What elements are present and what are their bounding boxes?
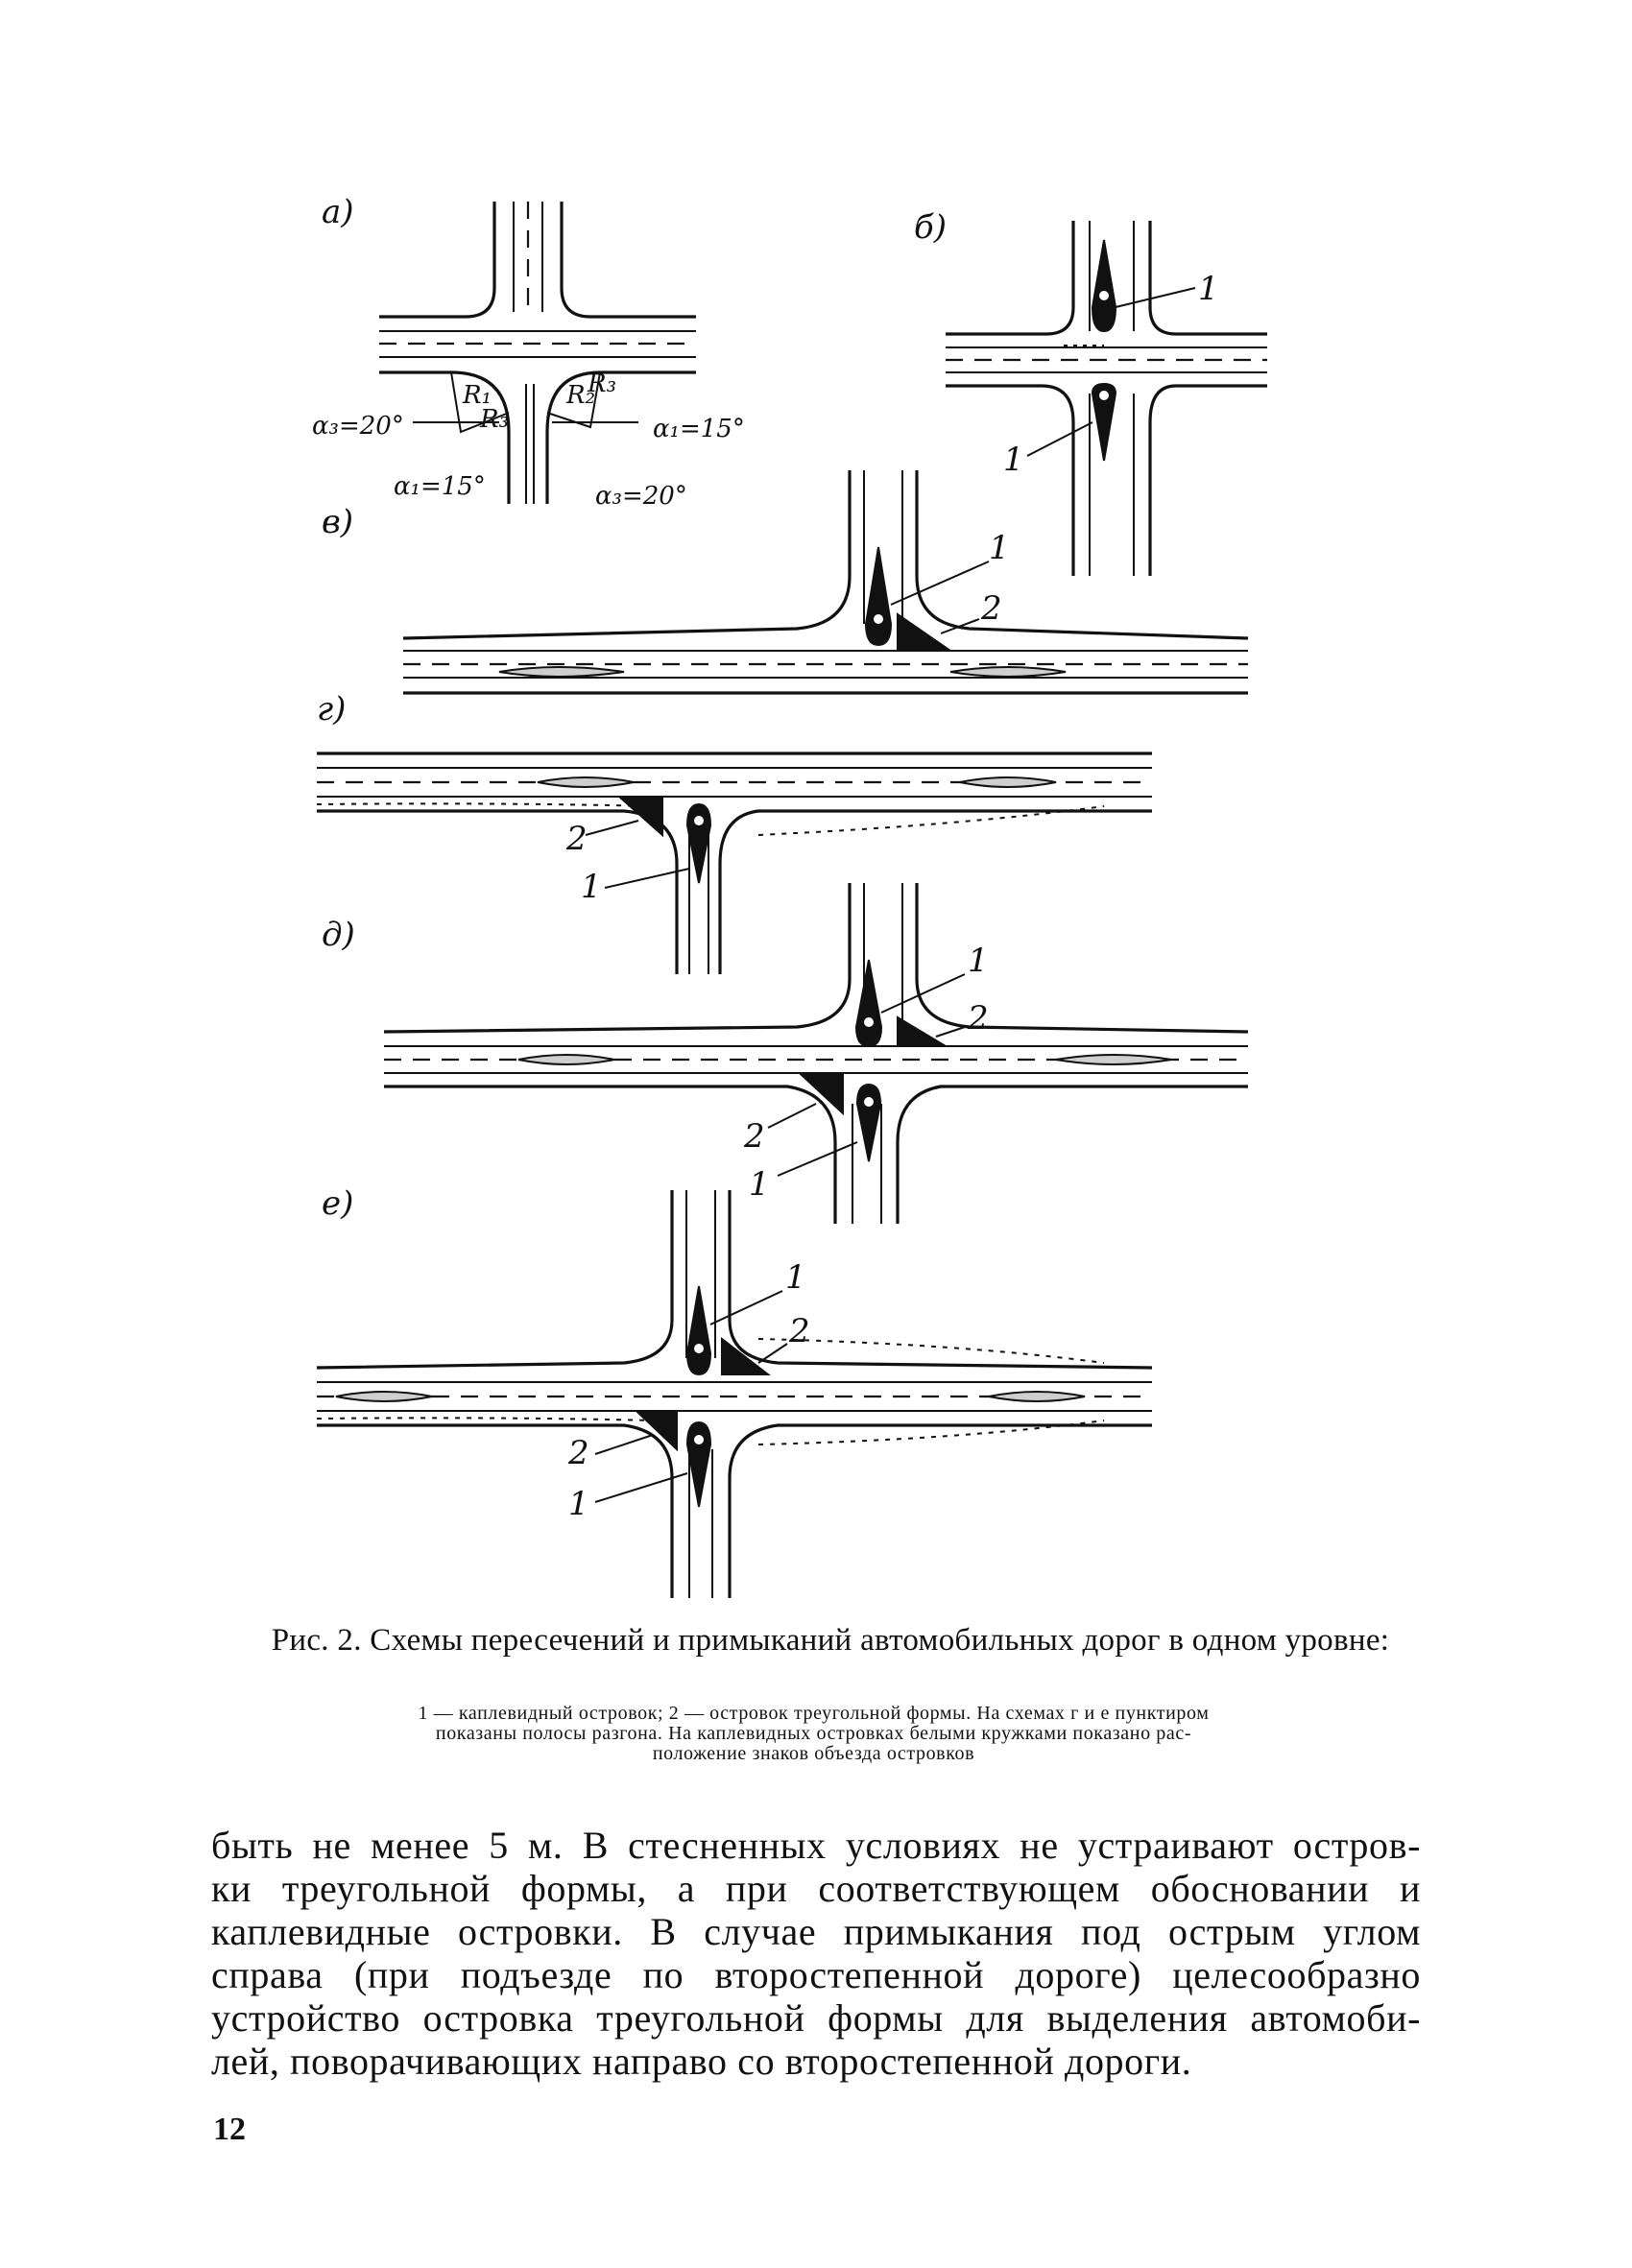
median-island-left (498, 666, 625, 678)
median-island-e-right (988, 1391, 1086, 1402)
callout-1-d-bottom: 1 (749, 1165, 770, 1204)
legend-line: 1 — каплевидный островок; 2 — островок т… (418, 1703, 1210, 1724)
acceleration-lane-g (316, 802, 1105, 836)
callout-2-e-top: 2 (788, 1312, 810, 1350)
panel-a-scheme: а) R₁ R₃ R₂ R₃ α₃=20° α₁=15° (312, 193, 745, 511)
callout-2-v: 2 (980, 589, 1002, 628)
callout-2-e-bottom: 2 (567, 1434, 589, 1472)
panel-e-scheme: е) 1 2 2 (316, 1184, 1153, 1598)
panel-a-top-right-curb (560, 202, 696, 319)
triangle-island-e-bottom (636, 1412, 678, 1452)
drop-island-top (1091, 239, 1117, 333)
figure-caption-legend: 1 — каплевидный островок; 2 — островок т… (206, 1704, 1421, 1764)
median-island-g-right (959, 776, 1057, 788)
radius-r3-right: R₃ (587, 370, 616, 398)
median-island-g-left (537, 776, 635, 788)
callout-1-d-top: 1 (968, 942, 989, 980)
panel-d-scheme: д) 1 2 2 1 (322, 883, 1249, 1224)
callout-1-e-top: 1 (785, 1258, 806, 1297)
median-island-d-left (517, 1054, 615, 1065)
panel-a-label: а) (322, 193, 354, 231)
body-line: лей, поворачивающих направо со второстеп… (211, 2040, 1192, 2083)
page-number: 12 (213, 2112, 246, 2147)
body-line: каплевидные островки. В случае примыкани… (211, 1910, 1421, 1953)
panel-g-scheme: г) 2 1 (316, 690, 1152, 974)
angle-alpha3-left: α₃=20° (312, 412, 404, 441)
callout-1-e-bottom: 1 (568, 1485, 589, 1523)
panel-d-label: д) (322, 916, 355, 954)
panel-v-scheme: в) 1 2 (322, 470, 1249, 695)
body-line: ки треугольной формы, а при соответствую… (211, 1867, 1421, 1910)
drop-island-e-top (685, 1285, 712, 1376)
legend-line: положение знаков объезда островков (652, 1743, 975, 1764)
panel-a-bottom-left-curb (379, 370, 511, 504)
median-island-e-left (335, 1391, 433, 1402)
angle-alpha3-bottom: α₃=20° (595, 482, 687, 511)
drop-island-d-top (854, 959, 883, 1048)
median-island-d-right (1055, 1054, 1172, 1065)
drop-island-v (864, 546, 893, 647)
callout-2-g: 2 (565, 820, 588, 858)
radius-r3-left: R₃ (479, 405, 509, 434)
triangle-island-e-top (721, 1336, 771, 1375)
radius-r1-left: R₁ (462, 381, 492, 410)
panel-v-label: в) (322, 503, 353, 541)
drop-island-e-bottom (685, 1420, 712, 1508)
callout-1-top: 1 (1198, 270, 1219, 308)
body-line: устройство островка треугольной формы дл… (211, 1996, 1421, 2040)
triangle-island-d-bottom (799, 1074, 844, 1116)
panel-g-label: г) (317, 690, 346, 728)
triangle-island-v (897, 612, 954, 652)
drop-island-d-bottom (855, 1083, 882, 1162)
triangle-island-d-top (897, 1015, 949, 1047)
callout-2-d-bottom: 2 (743, 1117, 765, 1156)
panel-a-top-left-curb (379, 202, 496, 319)
drop-island-bottom (1091, 382, 1117, 462)
drop-island-g (685, 802, 712, 884)
panel-e-label: е) (322, 1184, 353, 1223)
callout-1-g: 1 (581, 868, 602, 906)
callout-1-v: 1 (989, 529, 1010, 567)
legend-line: показаны полосы разгона. На каплевидных … (435, 1723, 1192, 1744)
body-line: справа (при подъезде по второстепенной д… (211, 1953, 1421, 1996)
panel-b-scheme: б) 1 1 (914, 208, 1267, 576)
radius-r2-right: R₂ (565, 381, 595, 410)
acceleration-lane-e (316, 1338, 1105, 1445)
body-line: быть не менее 5 м. В стесненных условиях… (211, 1824, 1421, 1867)
callout-1-bottom: 1 (1003, 441, 1024, 479)
angle-alpha1-right: α₁=15° (653, 415, 745, 443)
triangle-island-g (616, 796, 663, 838)
median-island-right (949, 666, 1067, 678)
panel-b-label: б) (914, 208, 947, 247)
panel-a-bottom-right-curb (545, 370, 696, 504)
callout-2-d-top: 2 (967, 999, 989, 1038)
body-paragraph: быть не менее 5 м. В стесненных условиях… (211, 1824, 1421, 2083)
intersection-schemes-figure: а) R₁ R₃ R₂ R₃ α₃=20° α₁=15° (312, 193, 1267, 1598)
angle-alpha1-bottom: α₁=15° (394, 472, 486, 501)
figure-caption-title: Рис. 2. Схемы пересечений и примыканий а… (271, 1623, 1390, 1658)
